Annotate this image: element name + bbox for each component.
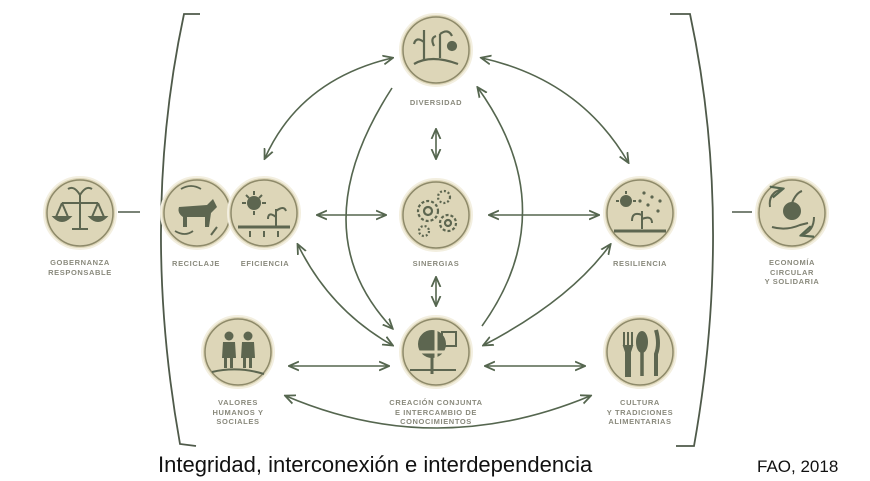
cutlery-icon — [622, 329, 660, 377]
plants-icon — [412, 30, 459, 66]
arrow-eficiencia-creacion — [298, 245, 392, 345]
node-resiliencia — [603, 176, 677, 250]
source-citation: FAO, 2018 — [757, 457, 839, 476]
label-cultura: CULTURA Y TRADICIONES ALIMENTARIAS — [606, 398, 674, 426]
tree-puzzle-icon — [410, 326, 460, 378]
node-valores — [201, 315, 275, 389]
label-valores: VALORES HUMANOS Y SOCIALES — [212, 398, 264, 426]
arrow-resiliencia-creacion — [484, 245, 610, 345]
arrow-diversidad-creacion-left — [345, 87, 392, 328]
arrow-valores-cultura — [286, 396, 590, 429]
scales-icon — [51, 186, 109, 230]
node-economia — [755, 176, 829, 250]
label-creacion: CREACIÓN CONJUNTA E INTERCAMBIO DE CONOC… — [389, 398, 483, 426]
label-diversidad: DIVERSIDAD — [409, 98, 463, 107]
arrows — [265, 58, 628, 429]
left-bracket — [160, 13, 200, 447]
node-diversidad — [399, 13, 473, 87]
sun-rain-plant-icon — [614, 191, 666, 233]
caption: Integridad, interconexión e interdepende… — [158, 452, 593, 477]
sun-sprout-icon — [238, 191, 290, 237]
node-cultura — [603, 315, 677, 389]
gears-icon — [416, 189, 458, 238]
hand-apple-icon — [768, 189, 815, 235]
people-icon — [211, 331, 265, 375]
arrow-diversidad-resiliencia — [482, 58, 628, 162]
node-eficiencia — [227, 176, 301, 250]
label-reciclaje: RECICLAJE — [172, 259, 220, 268]
label-resiliencia: RESILIENCIA — [612, 259, 668, 268]
arrow-creacion-diversidad-right — [478, 88, 524, 327]
right-bracket — [670, 13, 714, 447]
arrow-diversidad-reciclaje — [265, 58, 392, 158]
node-creacion — [399, 315, 473, 389]
label-economia: ECONOMÍA CIRCULAR Y SOLIDARIA — [764, 258, 820, 286]
label-sinergias: SINERGIAS — [412, 259, 460, 268]
label-eficiencia: EFICIENCIA — [240, 259, 290, 268]
node-reciclaje — [160, 176, 234, 250]
cow-icon — [174, 185, 218, 236]
node-gobernanza — [43, 176, 117, 250]
node-sinergias — [399, 178, 473, 252]
label-gobernanza: GOBERNANZA RESPONSABLE — [48, 258, 112, 277]
